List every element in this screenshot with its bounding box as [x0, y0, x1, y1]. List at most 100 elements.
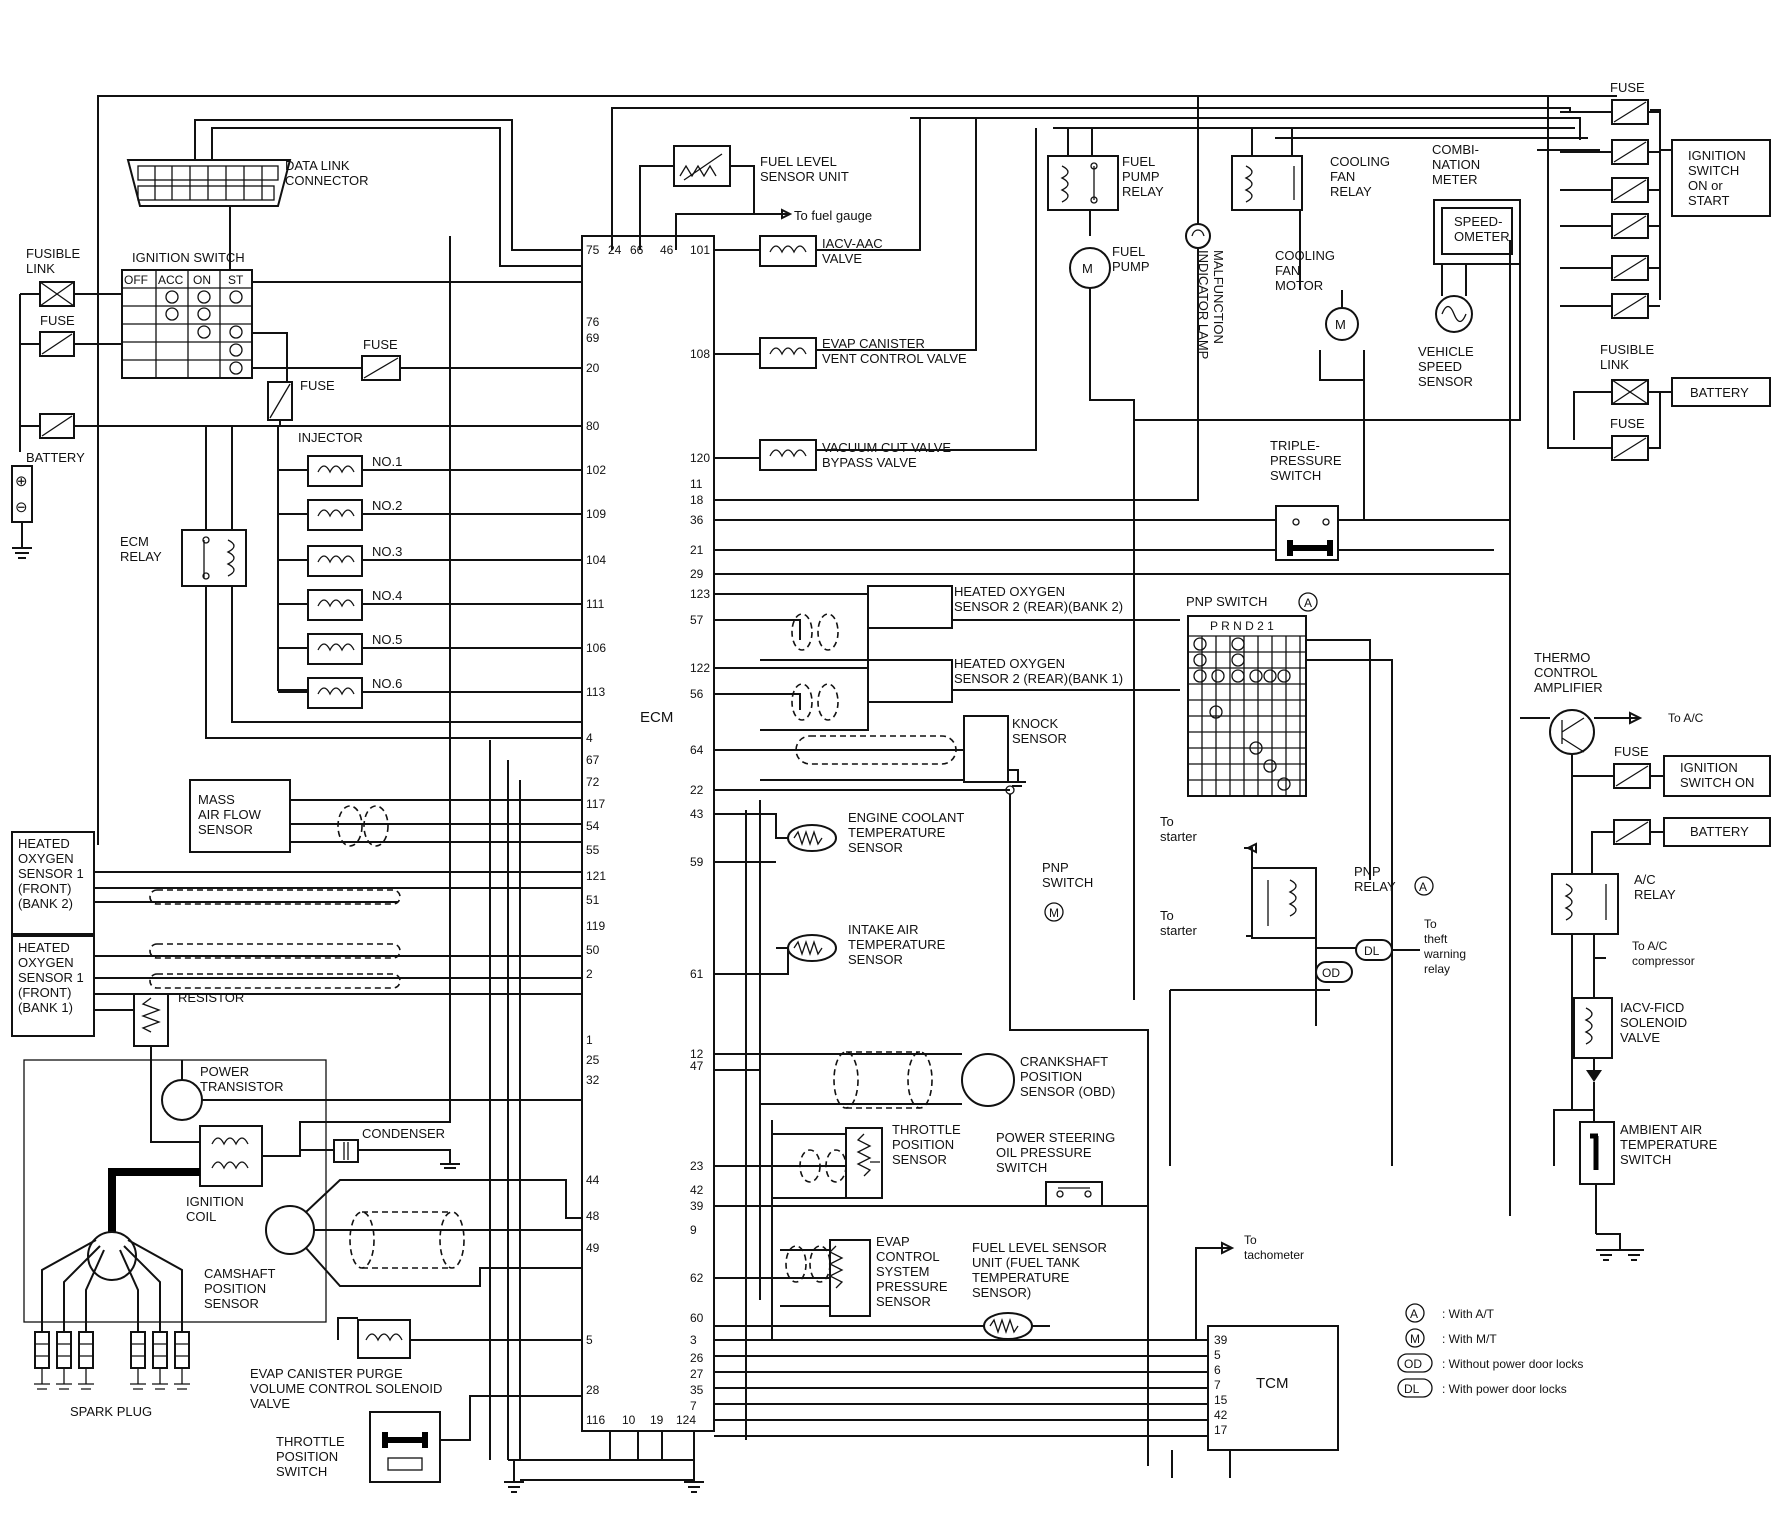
ecm-left-wires [714, 800, 1208, 1440]
od-badge: OD [1322, 966, 1340, 980]
malfunction-indicator-lamp: MALFUNCTIONINDICATOR LAMP [714, 96, 1226, 501]
dl-badge: DL [1364, 944, 1380, 958]
ecm-pin-69: 69 [586, 331, 600, 345]
top-harness [97, 95, 1617, 845]
ecm-bottom-grounds [504, 1431, 704, 1493]
fuel-pump-motor-icon: M [1082, 261, 1093, 276]
ecm-pin-108: 108 [690, 347, 710, 361]
battery-minus-icon: ⊖ [15, 499, 28, 516]
tcm-pin-6: 6 [1214, 1363, 1221, 1377]
ecm-pin-120: 120 [690, 451, 710, 465]
ecm-pin-19: 19 [650, 1413, 664, 1427]
ecm-pin-36: 36 [690, 513, 704, 527]
ecm-pin-49: 49 [586, 1241, 600, 1255]
legend-text-3: : With power door locks [1442, 1382, 1567, 1396]
injector-no-5: NO.5 [372, 632, 402, 647]
battery-plus-icon: ⊕ [15, 473, 28, 490]
tcm-label: TCM [1256, 1375, 1289, 1392]
legend: A: With A/TM: With M/TOD: Without power … [1397, 1303, 1583, 1398]
top-fuse-label: FUSE [1610, 80, 1645, 95]
ecm-pin-20: 20 [586, 361, 600, 375]
ecm-pin-116: 116 [586, 1413, 605, 1427]
spark-plug-3 [78, 1331, 94, 1369]
ecm-pin-10: 10 [622, 1413, 636, 1427]
ecm-pin-48: 48 [586, 1209, 600, 1223]
ign-col-on: ON [193, 273, 211, 287]
injector-label: INJECTOR [298, 430, 363, 445]
ecm-pin-43: 43 [690, 807, 704, 821]
ecm-pin-66: 66 [630, 243, 644, 257]
ecm-pin-5: 5 [586, 1333, 593, 1347]
ecm-pin-64: 64 [690, 743, 704, 757]
ecm-pin-46: 46 [660, 243, 674, 257]
ecm-pin-101: 101 [690, 243, 710, 257]
ecm-pin-7: 7 [690, 1399, 697, 1413]
ecm-pin-35: 35 [690, 1383, 704, 1397]
ecm-pin-22: 22 [690, 783, 704, 797]
distributor: SPARK PLUG [34, 1231, 190, 1419]
resistor: RESISTOR [133, 990, 244, 1143]
ecm-pin-29: 29 [690, 567, 704, 581]
fuse-ac-label: FUSE [1614, 744, 1649, 759]
ecm-pin-42: 42 [690, 1183, 704, 1197]
tcm-pin-17: 17 [1214, 1423, 1228, 1437]
ecm-pin-76: 76 [586, 315, 600, 329]
ecm-pin-117: 117 [586, 797, 605, 811]
ign-col-acc: ACC [158, 273, 184, 287]
ecm-pin-56: 56 [690, 687, 704, 701]
legend-text-1: : With M/T [1442, 1332, 1497, 1346]
mil-label: MALFUNCTIONINDICATOR LAMP [1196, 250, 1226, 359]
ecm-pin-121: 121 [586, 869, 606, 883]
ecm-pin-75: 75 [586, 243, 600, 257]
pnp-switch-at: PNP SWITCH A P R N D 2 1 [714, 592, 1393, 1166]
condenser-label: CONDENSER [362, 1126, 445, 1141]
legend-text-2: : Without power door locks [1442, 1357, 1583, 1371]
legend-symbol-1: M [1410, 1332, 1420, 1346]
